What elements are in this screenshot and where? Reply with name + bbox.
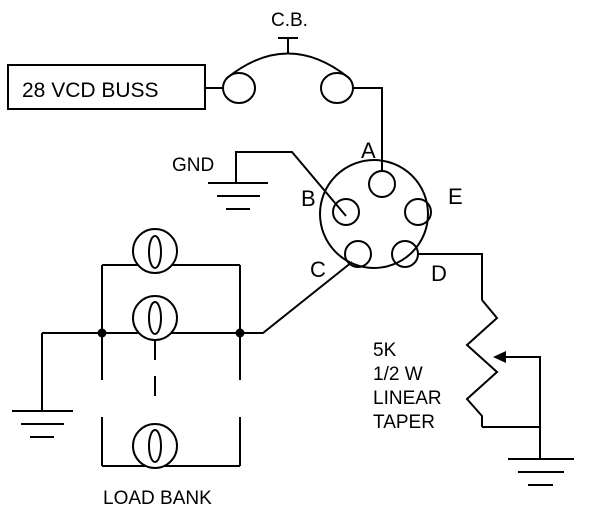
ground-label: GND — [172, 155, 214, 176]
potentiometer: 5K 1/2 W LINEAR TAPER — [373, 253, 541, 458]
connector-pin-a-label: A — [361, 138, 376, 163]
ground-left — [12, 333, 73, 438]
connector-pin-b — [332, 198, 360, 226]
circuit-breaker-label: C.B. — [271, 10, 308, 31]
junction-right — [235, 328, 245, 338]
lamp-1 — [132, 228, 178, 274]
ground-right — [508, 458, 574, 486]
connector-pin-c — [344, 240, 372, 268]
load-bank: LOAD BANK — [42, 228, 245, 509]
power-source-label: 28 VCD BUSS — [22, 79, 159, 102]
connector-pin-e-label: E — [448, 184, 463, 209]
wiper-arrow-icon — [493, 351, 506, 363]
pot-label-line3: LINEAR — [373, 388, 442, 409]
wire-cb-to-pin-a — [353, 87, 383, 172]
pot-label-line4: TAPER — [373, 412, 435, 433]
pot-label-line2: 1/2 W — [373, 364, 423, 385]
connector-pin-e — [404, 198, 432, 226]
lamp-2 — [132, 295, 178, 341]
lamp-3 — [132, 423, 178, 469]
power-source-box: 28 VCD BUSS — [7, 64, 206, 110]
connector-pin-a — [368, 170, 396, 198]
connector-pin-c-label: C — [310, 257, 326, 282]
junction-left — [97, 328, 107, 338]
ground-gnd: GND — [172, 151, 347, 217]
connector-pin-d-label: D — [431, 261, 447, 286]
connector: A B E C D — [301, 138, 463, 286]
wire-pin-c-to-load — [240, 261, 353, 334]
connector-pin-b-label: B — [301, 186, 316, 211]
connector-pin-d — [391, 240, 419, 268]
pot-label-line1: 5K — [373, 340, 397, 361]
circuit-breaker: C.B. — [205, 10, 354, 104]
load-bank-label: LOAD BANK — [103, 488, 212, 509]
